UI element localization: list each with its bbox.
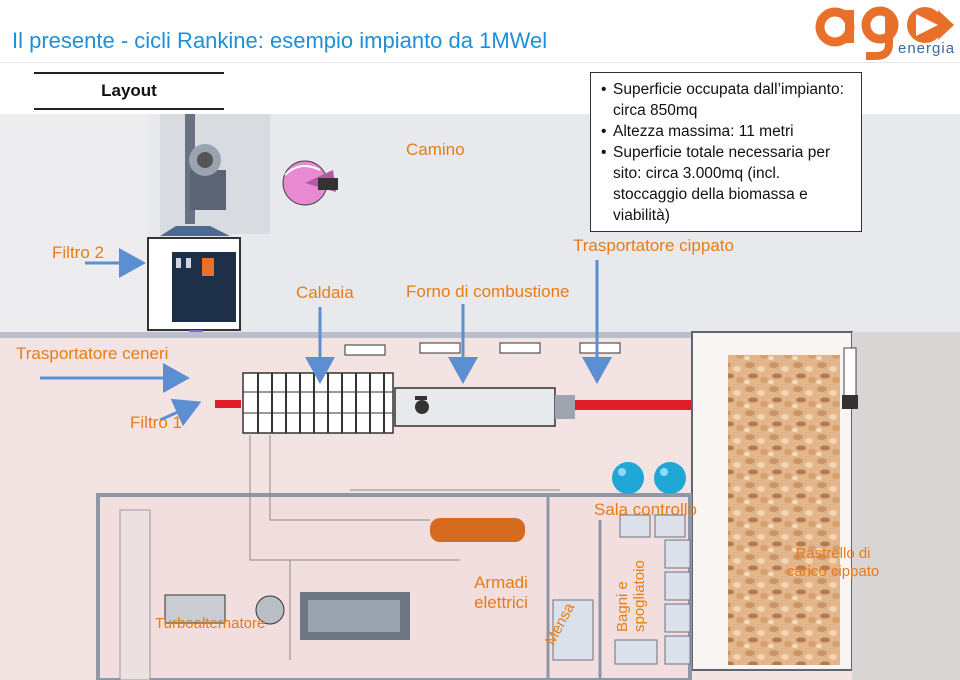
label-filtro2: Filtro 2 <box>52 243 104 262</box>
fan-icon <box>282 160 338 206</box>
ago-logo <box>806 0 958 65</box>
info-box: Superficie occupata dall’impianto: circa… <box>590 72 862 232</box>
label-turboalternatore: Turboalternatore <box>155 615 266 632</box>
callout-arrows <box>40 248 612 427</box>
label-rastrello: Rastrello di carico cippato <box>786 545 880 580</box>
label-bagni: Bagni e spogliatoio <box>614 560 648 632</box>
cippato-storage <box>691 331 853 671</box>
label-trasportatore-ceneri: Trasportatore ceneri <box>16 344 169 363</box>
turboalternatore-unit <box>164 592 410 640</box>
label-camino: Camino <box>406 140 465 159</box>
header-divider <box>0 62 960 63</box>
caldaia-unit <box>242 372 394 434</box>
info-item: Superficie occupata dall’impianto: circa… <box>599 79 853 121</box>
layout-label: Layout <box>34 72 224 110</box>
conveyor-red <box>575 400 700 410</box>
label-armadi: Armadi elettrici <box>474 573 528 612</box>
forno-unit <box>394 387 575 427</box>
lower-building <box>96 493 692 680</box>
info-item: Superficie totale necessaria per sito: c… <box>599 142 853 226</box>
sala-controllo-furniture <box>552 514 691 665</box>
label-caldaia: Caldaia <box>296 283 354 302</box>
orange-tank <box>430 518 525 542</box>
label-trasportatore-cippato: Trasportatore cippato <box>573 236 734 255</box>
label-forno: Forno di combustione <box>406 282 570 301</box>
filtro2-unit <box>147 226 241 331</box>
camino-structure <box>160 114 270 234</box>
logo-subtext: energia <box>898 40 956 57</box>
label-filtro1: Filtro 1 <box>130 413 182 432</box>
spheres <box>612 462 686 494</box>
label-sala-controllo: Sala controllo <box>594 500 698 519</box>
page-title: Il presente - cicli Rankine: esempio imp… <box>12 28 548 53</box>
info-item: Altezza massima: 11 metri <box>599 121 853 142</box>
